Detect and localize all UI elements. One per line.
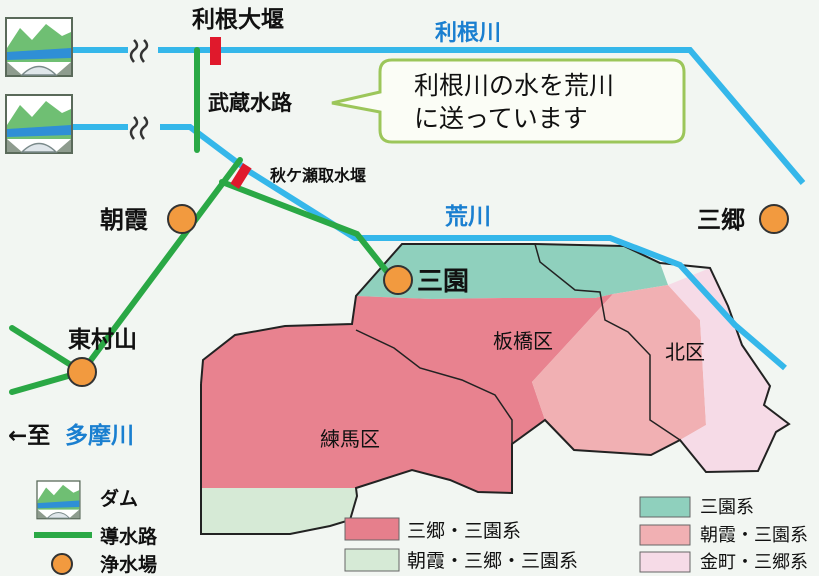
region-kanamachi-misato bbox=[668, 268, 789, 472]
tone-weir-label: 利根大堰 bbox=[192, 7, 284, 33]
misato-label: 三郷 bbox=[697, 206, 745, 234]
legend-sono-label: 三園系 bbox=[700, 497, 754, 518]
legend-misato-sono-label: 三郷・三園系 bbox=[407, 520, 521, 542]
legend-systems-middle: 三郷・三園系 朝霞・三郷・三園系 bbox=[344, 517, 578, 572]
wavy-break-icon bbox=[129, 39, 149, 140]
legend-swatch-kanamachi-misato bbox=[639, 551, 691, 573]
ward-regions bbox=[200, 243, 791, 535]
legend-asaka-misato-sono-label: 朝霞・三郷・三園系 bbox=[407, 550, 578, 572]
to-prefix-label: ←至 bbox=[8, 423, 50, 449]
legend-systems-right: 三園系 朝霞・三園系 金町・三郷系 bbox=[639, 496, 808, 573]
region-misato-sono bbox=[201, 294, 613, 493]
kita-label: 北区 bbox=[665, 340, 705, 364]
aqueduct-akigase-higashimurayama bbox=[79, 157, 243, 375]
nerima-label: 練馬区 bbox=[320, 427, 380, 451]
arakawa-label: 荒川 bbox=[445, 204, 491, 230]
itabashi-label: 板橋区 bbox=[493, 329, 553, 353]
tone-river bbox=[158, 47, 806, 185]
water-plant-icon bbox=[51, 553, 73, 575]
musashi-canal-label: 武蔵水路 bbox=[208, 91, 293, 115]
legend-kanamachi-misato-label: 金町・三郷系 bbox=[700, 552, 808, 573]
tama-river-label: 多摩川 bbox=[65, 422, 134, 449]
dam-icon bbox=[36, 480, 81, 520]
legend-plant-label: 浄水場 bbox=[100, 553, 157, 576]
legend-swatch-asaka-sono bbox=[639, 524, 691, 546]
ward-outline bbox=[200, 243, 791, 535]
akigase-weir-label: 秋ケ瀬取水堰 bbox=[270, 166, 366, 185]
region-asaka-sono bbox=[532, 285, 706, 455]
tone-river-label: 利根川 bbox=[435, 21, 501, 46]
region-sono bbox=[356, 244, 668, 299]
asaka-label: 朝霞 bbox=[100, 206, 149, 234]
legend-asaka-sono-label: 朝霞・三園系 bbox=[700, 525, 808, 546]
dam-icon bbox=[5, 94, 73, 154]
dam-icon bbox=[5, 17, 73, 77]
legend-swatch-sono bbox=[639, 496, 691, 518]
legend-swatch-asaka-misato-sono bbox=[344, 548, 400, 572]
weir-marker-icon bbox=[230, 163, 252, 189]
legend-swatch-misato-sono bbox=[344, 517, 400, 541]
sono-label: 三園 bbox=[417, 267, 469, 297]
ward-border-nerima-itabashi bbox=[355, 329, 513, 444]
region-asaka-misato-sono bbox=[201, 488, 357, 534]
callout-line1: 利根川の水を荒川 bbox=[414, 71, 614, 100]
ward-border-itabashi-kita bbox=[534, 243, 681, 441]
higashimurayama-label: 東村山 bbox=[68, 327, 137, 353]
weir-marker-icon bbox=[210, 37, 221, 65]
callout-line2: に送っています bbox=[414, 104, 588, 133]
legend-dam-label: ダム bbox=[100, 487, 138, 510]
callout-bubble: 利根川の水を荒川 に送っています bbox=[331, 58, 686, 144]
water-plant-icon bbox=[67, 204, 789, 387]
legend-symbols: ダム 導水路 浄水場 bbox=[34, 480, 158, 576]
aqueduct-akigase-sono bbox=[219, 179, 395, 281]
legend-aqueduct-label: 導水路 bbox=[100, 525, 158, 548]
